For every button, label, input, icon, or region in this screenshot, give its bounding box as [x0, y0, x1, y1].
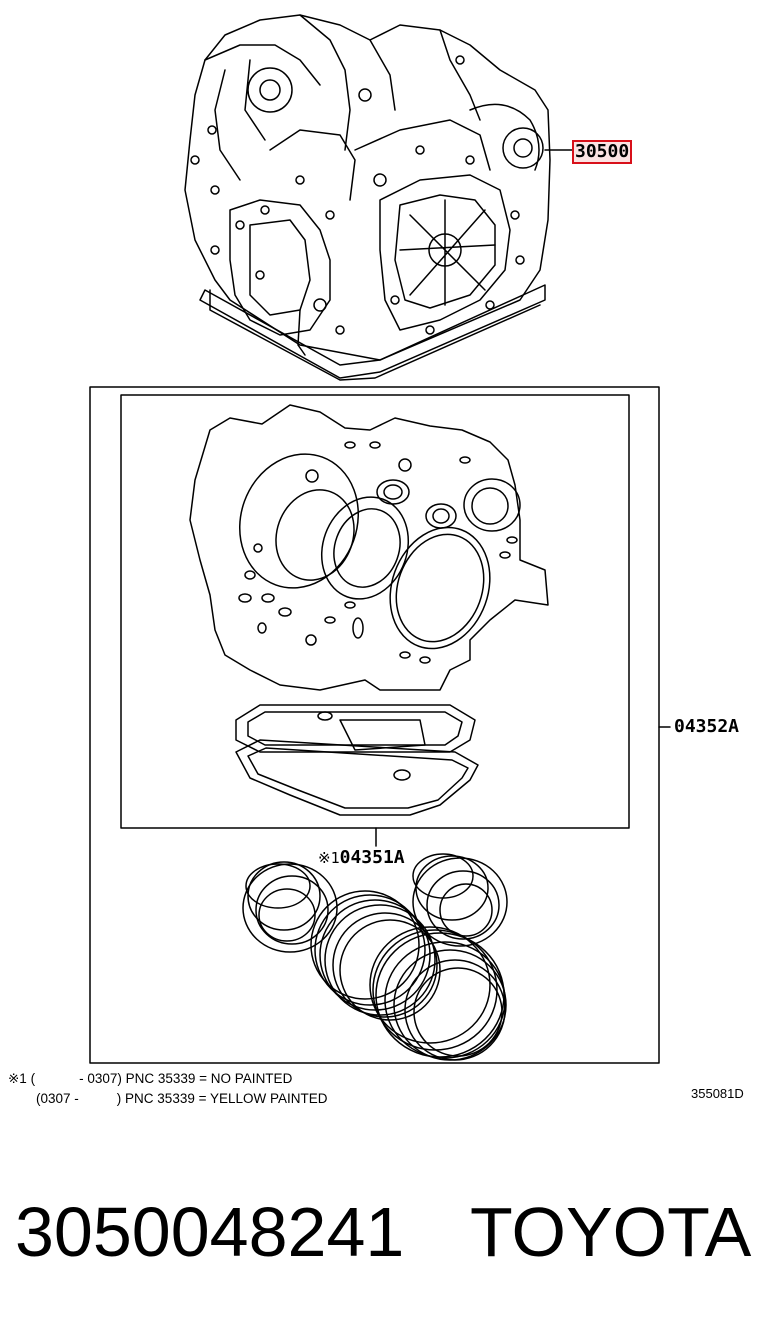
transmission-assembly-illustration	[184, 14, 573, 381]
gasket-kit-frame	[120, 394, 630, 829]
note-1-mark: ※1 (	[8, 1071, 36, 1086]
note-2-mark: (0307 -	[36, 1091, 79, 1106]
note-2-range-end: )	[116, 1091, 122, 1106]
callout-gasket-kit[interactable]: 04352A	[674, 716, 740, 737]
kit-outer-frame	[89, 386, 660, 1064]
gasket-set-illustration	[189, 404, 549, 816]
note-1-text: PNC 35339 = NO PAINTED	[125, 1071, 293, 1086]
callout-overhaul-kit[interactable]: ※104351A	[318, 848, 405, 868]
brand-name: TOYOTA	[470, 1193, 752, 1271]
illustration-reference: 355081D	[691, 1086, 744, 1101]
note-row-1: ※1 ( - 0307) PNC 35339 = NO PAINTED	[8, 1071, 292, 1087]
callout-assembly[interactable]: 30500	[572, 140, 633, 164]
note-row-2: (0307 -) PNC 35339 = YELLOW PAINTED	[36, 1091, 328, 1107]
part-number: 3050048241	[15, 1193, 405, 1271]
note-2-text: PNC 35339 = YELLOW PAINTED	[125, 1091, 328, 1106]
overhaul-kit-mark: ※1	[318, 849, 340, 867]
overhaul-kit-label: 04351A	[339, 847, 405, 868]
note-1-range-end: - 0307)	[79, 1071, 122, 1086]
overhaul-kit-illustration	[242, 853, 508, 1061]
